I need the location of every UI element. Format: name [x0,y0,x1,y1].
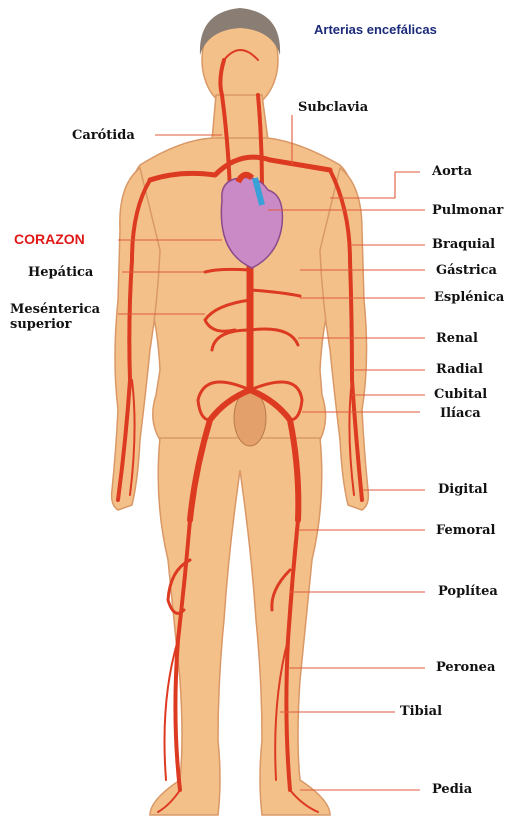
label-esplenica: Esplénica [434,290,504,305]
label-carotida: Carótida [72,128,135,143]
label-arterias-encefalicas: Arterias encefálicas [314,22,437,37]
label-iliaca: Ilíaca [440,406,481,421]
label-aorta: Aorta [432,164,472,179]
label-digital: Digital [438,482,488,497]
label-peronea: Peronea [436,660,495,675]
label-corazon: CORAZON [14,232,85,247]
label-renal: Renal [436,331,478,346]
label-pulmonar: Pulmonar [432,203,503,218]
label-poplitea: Poplítea [438,584,498,599]
label-subclavia: Subclavia [298,100,368,115]
label-gastrica: Gástrica [436,263,497,278]
label-tibial: Tibial [400,704,442,719]
label-hepatica: Hepática [28,265,93,280]
label-femoral: Femoral [436,523,495,538]
label-braquial: Braquial [432,237,495,252]
label-pedia: Pedia [432,782,472,797]
label-radial: Radial [436,362,483,377]
label-mesenterica-superior: Mesénterica superior [10,302,120,332]
label-cubital: Cubital [434,387,487,402]
